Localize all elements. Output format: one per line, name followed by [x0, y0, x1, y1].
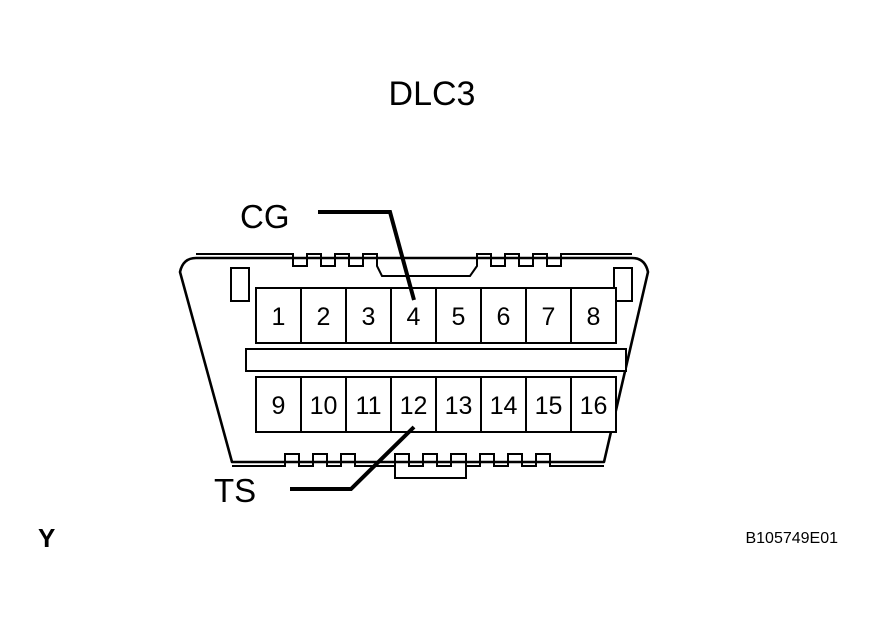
connector-outline	[178, 256, 650, 464]
pin-number: 2	[317, 303, 331, 331]
pin-number: 11	[356, 392, 382, 420]
pin-number: 8	[587, 303, 601, 331]
pin-row-bottom: 9 10 11 12 13 14 15 16	[255, 376, 617, 433]
bottom-keying-tab	[394, 453, 467, 467]
pin-cell	[300, 376, 347, 433]
pin-cell	[570, 287, 617, 344]
figure-reference-code: B105749E01	[745, 530, 838, 547]
corner-orientation-mark: Y	[38, 523, 55, 553]
pin-cell	[525, 287, 572, 344]
connector-bottom-edge	[232, 453, 604, 479]
pin-number: 13	[445, 392, 473, 420]
pin-number: 10	[310, 392, 338, 420]
cg-leader-line	[318, 210, 416, 301]
pin-number: 14	[490, 392, 518, 420]
pin-number: 5	[452, 303, 466, 331]
pin-row-top: 1 2 3 4 5 6 7 8	[255, 287, 617, 344]
terminal-label-cg: CG	[240, 198, 290, 235]
pin-number: 6	[497, 303, 511, 331]
pin-number: 1	[272, 303, 286, 331]
pin-number: 12	[400, 392, 428, 420]
pin-cell	[480, 287, 527, 344]
pin-number: 16	[580, 392, 608, 420]
pin-number: 7	[542, 303, 556, 331]
right-locator-rectangle	[613, 267, 633, 302]
connector-top-edge	[196, 253, 632, 277]
pin-number: 9	[272, 392, 286, 420]
pin-cell	[390, 376, 437, 433]
pin-cell	[435, 287, 482, 344]
pin-cell	[255, 376, 302, 433]
left-locator-rectangle	[230, 267, 250, 302]
ts-leader-line	[290, 425, 416, 491]
center-divider-bar	[245, 348, 627, 372]
pin-number: 4	[407, 303, 421, 331]
pin-cell	[570, 376, 617, 433]
pin-cell	[255, 287, 302, 344]
page-title: DLC3	[389, 75, 476, 113]
pin-number: 15	[535, 392, 563, 420]
pin-cell	[345, 376, 392, 433]
pin-cell	[480, 376, 527, 433]
terminal-label-ts: TS	[214, 472, 256, 509]
pin-cell	[435, 376, 482, 433]
pin-number: 3	[362, 303, 376, 331]
